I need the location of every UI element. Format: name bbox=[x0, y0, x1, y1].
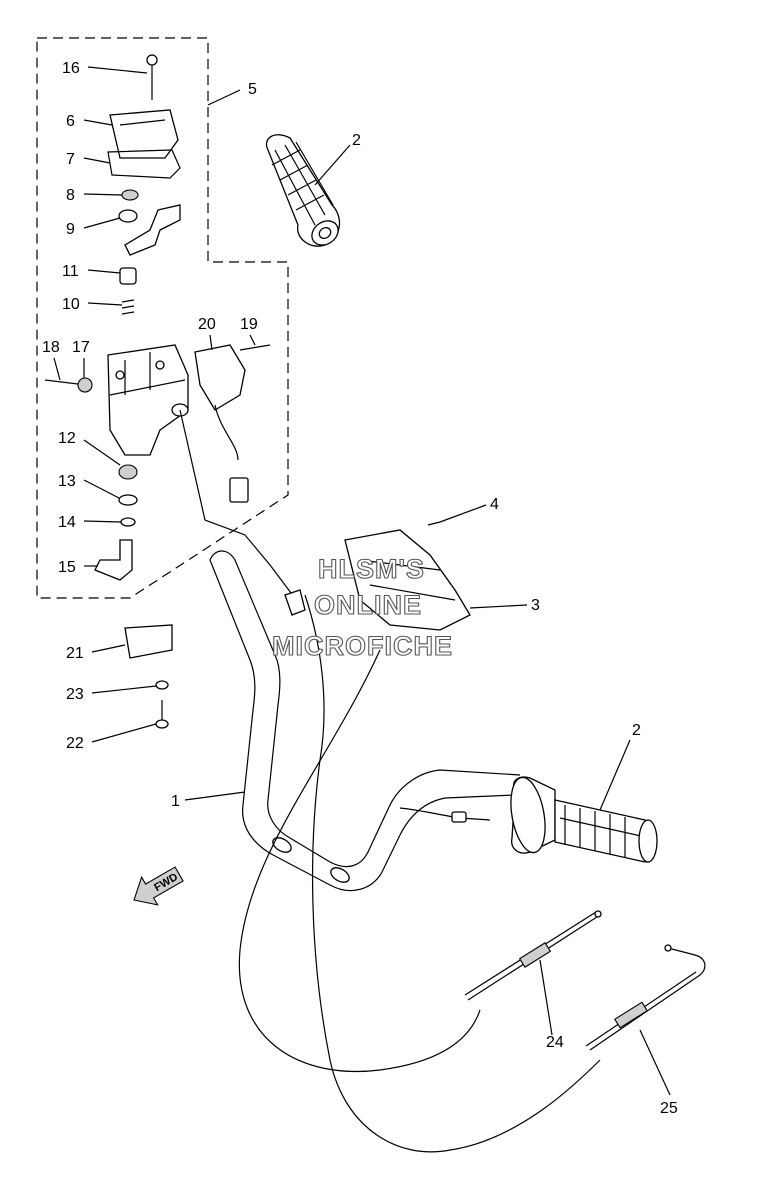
callout-2-upper[interactable]: 2 bbox=[352, 132, 361, 149]
watermark-line2: ONLINE bbox=[314, 590, 422, 620]
watermark-line1: HLSM'S bbox=[318, 554, 425, 584]
fwd-arrow-icon: FWD bbox=[133, 866, 184, 906]
callout-3[interactable]: 3 bbox=[531, 597, 540, 614]
callout-2-lower[interactable]: 2 bbox=[632, 722, 641, 739]
washer-13[interactable] bbox=[118, 494, 138, 506]
throttle-cable-line bbox=[399, 807, 491, 821]
washer-9[interactable] bbox=[118, 209, 138, 223]
callout-24[interactable]: 24 bbox=[546, 1034, 564, 1051]
switch-cover[interactable] bbox=[109, 109, 179, 159]
cable-25[interactable] bbox=[585, 944, 706, 1051]
wire-loop-1 bbox=[238, 649, 481, 1073]
callout-12[interactable]: 12 bbox=[58, 430, 76, 447]
callout-22[interactable]: 22 bbox=[66, 735, 84, 752]
collar-12[interactable] bbox=[118, 464, 138, 480]
callout-18[interactable]: 18 bbox=[42, 339, 60, 356]
callout-10[interactable]: 10 bbox=[62, 296, 80, 313]
callout-14[interactable]: 14 bbox=[58, 514, 76, 531]
watermark-line3: MICROFICHE bbox=[272, 631, 453, 661]
bushing-11[interactable] bbox=[119, 267, 137, 285]
callout-5[interactable]: 5 bbox=[248, 81, 257, 98]
callout-1[interactable]: 1 bbox=[171, 793, 180, 810]
cable-24[interactable] bbox=[464, 910, 602, 1001]
callout-21[interactable]: 21 bbox=[66, 645, 84, 662]
washer-14[interactable] bbox=[120, 517, 136, 527]
bolt-22[interactable] bbox=[155, 700, 169, 729]
callout-19[interactable]: 19 bbox=[240, 316, 258, 333]
nut-8[interactable] bbox=[121, 189, 139, 201]
left-grip[interactable] bbox=[265, 134, 343, 250]
spring-10[interactable] bbox=[121, 299, 135, 315]
callout-9[interactable]: 9 bbox=[66, 221, 75, 238]
callout-4[interactable]: 4 bbox=[490, 496, 499, 513]
callout-25[interactable]: 25 bbox=[660, 1100, 678, 1117]
switch-housing[interactable] bbox=[107, 344, 189, 456]
switch-block-20[interactable] bbox=[194, 344, 246, 411]
gasket[interactable] bbox=[107, 149, 181, 179]
callout-23[interactable]: 23 bbox=[66, 686, 84, 703]
screw-18[interactable] bbox=[44, 379, 79, 385]
callout-16[interactable]: 16 bbox=[62, 60, 80, 77]
shaft-15[interactable] bbox=[94, 539, 133, 581]
callout-20[interactable]: 20 bbox=[198, 316, 216, 333]
right-grip[interactable] bbox=[506, 775, 658, 863]
wire-connector bbox=[229, 477, 249, 503]
nut-17[interactable] bbox=[77, 377, 93, 393]
callout-8[interactable]: 8 bbox=[66, 187, 75, 204]
callout-labels: 16 5 6 2 7 8 9 11 10 20 19 18 17 12 13 4… bbox=[42, 60, 678, 1117]
lever-bracket[interactable] bbox=[124, 204, 181, 256]
wire-loop-2 bbox=[304, 594, 601, 1153]
washer-23[interactable] bbox=[155, 680, 169, 690]
clamp-21[interactable] bbox=[124, 624, 173, 659]
switch-assembly-boundary bbox=[36, 37, 289, 599]
callout-11[interactable]: 11 bbox=[62, 263, 79, 280]
cable-holder-3[interactable] bbox=[344, 529, 471, 631]
callout-6[interactable]: 6 bbox=[66, 113, 75, 130]
handlebar[interactable] bbox=[209, 550, 521, 892]
callout-13[interactable]: 13 bbox=[58, 473, 76, 490]
clip-4[interactable] bbox=[427, 521, 441, 526]
callout-17[interactable]: 17 bbox=[72, 339, 90, 356]
screw-16[interactable] bbox=[146, 54, 158, 100]
screw-19[interactable] bbox=[239, 344, 271, 351]
callout-7[interactable]: 7 bbox=[66, 151, 75, 168]
callout-15[interactable]: 15 bbox=[58, 559, 76, 576]
cable-adjuster bbox=[451, 811, 467, 823]
leader-lines bbox=[53, 66, 671, 1096]
watermark: HLSM'S ONLINE MICROFICHE bbox=[271, 553, 453, 661]
